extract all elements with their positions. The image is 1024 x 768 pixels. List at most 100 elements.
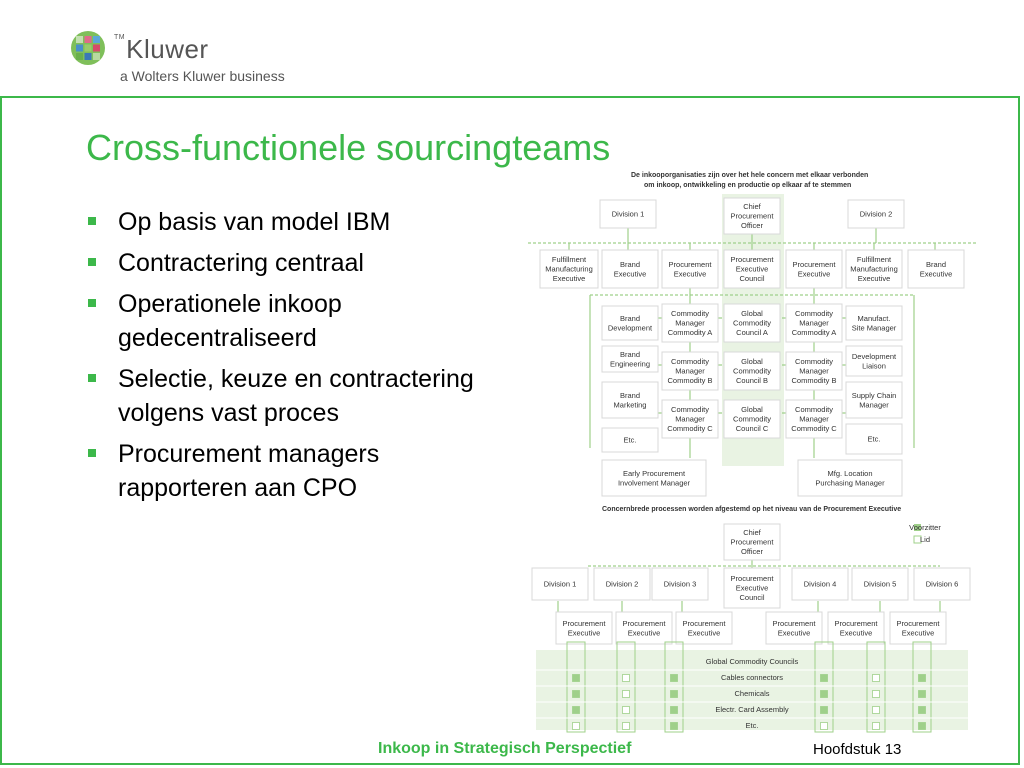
lid-mark [622,706,630,714]
node-label: Procurement [793,260,837,269]
node-label: Executive [614,269,647,278]
node-label: Commodity [671,309,709,318]
node-box [785,351,843,391]
bullet-text: Op basis van model IBM [118,208,391,236]
node-label: Executive [736,584,769,593]
node-label: Supply Chain [852,391,897,400]
council-row-label: Etc. [746,721,759,730]
node-label: Division 1 [612,210,645,219]
node-box [661,249,719,289]
node-label: Manager [675,367,705,376]
legend-lid-swatch [913,535,922,544]
node-label: Commodity A [792,328,837,337]
lid-mark [872,674,880,682]
top-node: Etc. [845,423,903,455]
node-box [723,249,781,289]
node-box [791,567,849,601]
lid-mark [622,674,630,682]
node-label: Involvement Manager [618,478,691,487]
council-column [912,641,932,733]
legend-lid: Lid [920,535,930,544]
node-label: Officer [741,547,763,556]
bullet-text: Procurement managers rapporteren aan CPO [118,440,380,502]
node-box [785,399,843,439]
node-label: Procurement [731,212,775,221]
node-box [615,611,673,645]
node-label: Executive [674,269,707,278]
bottom-node: Division 6 [913,567,971,601]
node-label: Early Procurement [623,469,686,478]
node-label: Manager [675,415,705,424]
council-row-label: Electr. Card Assembly [715,705,789,714]
bullet-item: Contractering centraal [86,246,486,280]
node-label: Manager [799,367,829,376]
logo-tagline: a Wolters Kluwer business [120,68,285,84]
node-label: Engineering [610,359,650,368]
node-label: Procurement [669,260,713,269]
node-label: Development [608,323,653,332]
node-box [845,305,903,341]
node-box [907,249,965,289]
node-box [889,611,947,645]
node-box [723,197,781,235]
logo-wordmark: TMKluwer [114,34,209,65]
council-table-bg [536,650,968,730]
node-label: Procurement [897,619,941,628]
node-label: Procurement [683,619,727,628]
diagram-caption-line: om inkoop, ontwikkeling en productie op … [644,182,851,189]
node-label: Executive [736,265,769,274]
bullet-marker-icon [88,258,96,266]
lid-mark [820,722,828,730]
lid-mark [872,722,880,730]
node-label: Division 5 [864,580,897,589]
voorzitter-mark [670,722,678,730]
node-label: Division 4 [804,580,837,589]
node-label: Procurement [563,619,607,628]
node-label: Executive [858,274,891,283]
node-label: Executive [902,628,935,637]
bullet-marker-icon [88,449,96,457]
node-label: Global [741,405,763,414]
council-row-label: Chemicals [734,689,769,698]
node-label: Commodity [795,309,833,318]
slide-title: Cross-functionele sourcingteams [86,127,611,168]
bottom-node: Division 4 [791,567,849,601]
voorzitter-mark [820,674,828,682]
bullet-list: Op basis van model IBM Contractering cen… [86,205,486,512]
bullet-item: Procurement managers rapporteren aan CPO [86,437,486,505]
node-box [599,199,657,229]
node-box [851,567,909,601]
node-box [723,567,781,609]
lid-mark [622,722,630,730]
node-box [593,567,651,601]
footer-chapter: Hoofdstuk 13 [813,741,902,758]
voorzitter-mark [820,690,828,698]
node-box [601,427,659,453]
node-label: Procurement [731,574,775,583]
node-label: Commodity [733,415,771,424]
node-label: Commodity [795,357,833,366]
node-box [845,249,903,289]
node-box [661,399,719,439]
bullet-text: Contractering centraal [118,249,364,277]
bullet-item: Selectie, keuze en contractering volgens… [86,362,486,430]
node-label: Executive [568,628,601,637]
bullet-item: Operationele inkoop gedecentraliseerd [86,287,486,355]
node-label: Marketing [614,400,647,409]
node-label: Etc. [868,435,881,444]
node-box [601,381,659,419]
node-label: Executive [688,628,721,637]
node-box [785,249,843,289]
org-diagram: De inkooporganisaties zijn over het hele… [528,168,976,736]
council-row-label: Cables connectors [721,673,783,682]
node-label: Fulfillment [857,255,892,264]
node-label: Executive [798,269,831,278]
node-label: Division 2 [606,580,639,589]
